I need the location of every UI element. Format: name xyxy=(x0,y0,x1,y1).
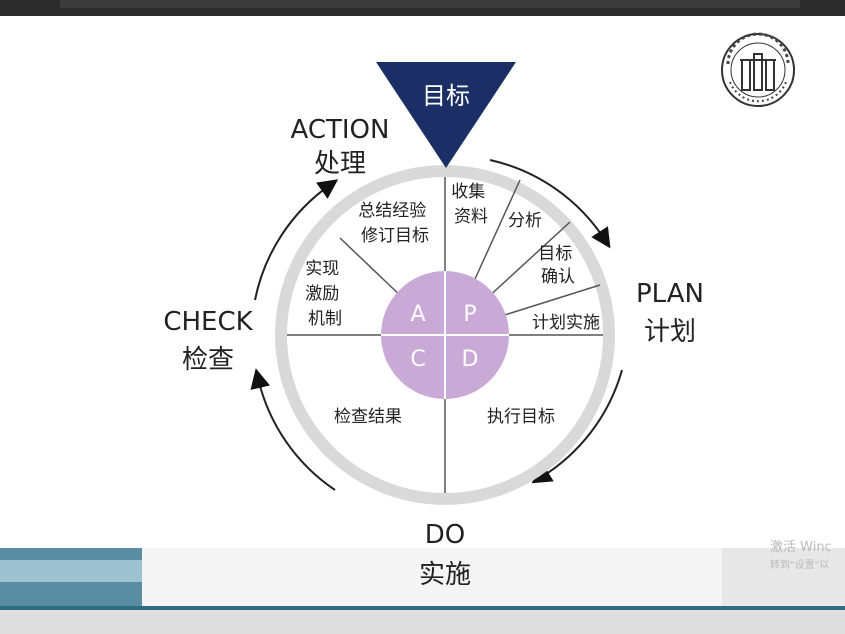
do-step-execute: 执行目标 xyxy=(487,407,555,427)
divider-plan-3 xyxy=(494,284,601,319)
bottom-gray-box xyxy=(722,548,845,606)
action-step-incentive: 实现 激励 机制 xyxy=(305,259,344,329)
goal-triangle xyxy=(376,62,516,168)
do-label-en: DO xyxy=(425,520,466,550)
association-logo xyxy=(721,32,795,107)
check-label-en: CHECK xyxy=(163,307,253,337)
divider-action xyxy=(339,237,406,301)
arrow-goal-to-plan xyxy=(489,159,611,249)
arrow-plan-to-do xyxy=(531,369,623,484)
center-letter-c: C xyxy=(410,347,425,372)
action-label-en: ACTION xyxy=(291,115,390,145)
plan-step-implement: 计划实施 xyxy=(532,313,600,333)
center-letter-d: D xyxy=(462,347,479,372)
center-letter-p: P xyxy=(463,302,476,327)
arrow-check-to-action xyxy=(254,179,339,301)
plan-label-zh: 计划 xyxy=(644,317,696,347)
plan-step-collect: 收集 资料 xyxy=(451,182,490,227)
top-bar xyxy=(0,0,845,16)
divider-plan-2 xyxy=(484,221,571,301)
bottom-footer xyxy=(0,610,845,634)
divider-plan-1 xyxy=(469,179,521,291)
plan-step-confirm-goal: 目标 确认 xyxy=(538,244,577,287)
check-step-results: 检查结果 xyxy=(334,407,402,427)
action-step-summarize: 总结经验 修订目标 xyxy=(358,201,431,246)
check-label-zh: 检查 xyxy=(182,345,234,375)
center-letter-a: A xyxy=(410,302,425,327)
goal-label: 目标 xyxy=(422,82,470,110)
activation-watermark-line2: 转到"设置"以 xyxy=(770,560,830,571)
top-bar-inner xyxy=(60,0,800,8)
teal-strip-highlight xyxy=(0,560,142,582)
do-label-zh: 实施 xyxy=(419,560,471,590)
bottom-line xyxy=(0,606,845,610)
action-label-zh: 处理 xyxy=(314,149,366,179)
arrow-do-to-check xyxy=(250,368,336,491)
plan-label-en: PLAN xyxy=(636,279,704,309)
activation-watermark-line1: 激活 Winc xyxy=(770,540,832,555)
plan-step-analyze: 分析 xyxy=(508,211,542,231)
